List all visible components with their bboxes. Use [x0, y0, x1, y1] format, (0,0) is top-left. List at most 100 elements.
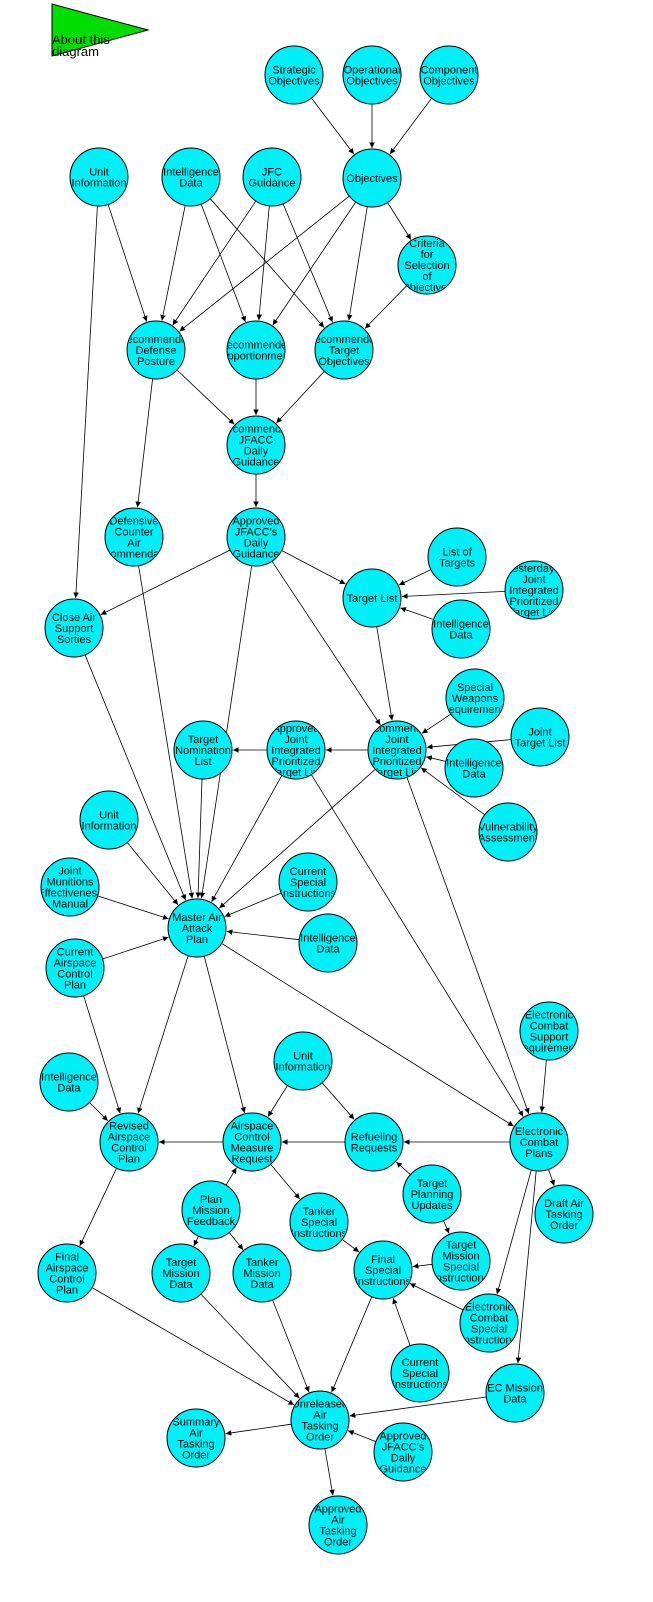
- about-diagram-button[interactable]: About this diagram: [51, 3, 150, 59]
- node-circle[interactable]: [242, 147, 302, 207]
- node-circle[interactable]: [402, 1164, 462, 1224]
- node-circle[interactable]: [485, 1363, 545, 1423]
- node-circle[interactable]: [353, 1240, 413, 1300]
- node-circle[interactable]: [273, 1031, 333, 1091]
- node-circle[interactable]: [99, 1112, 159, 1172]
- about-label-line-1[interactable]: About this: [52, 32, 110, 47]
- node-circle[interactable]: [290, 1390, 350, 1450]
- node-circle[interactable]: [79, 790, 139, 850]
- node-circle[interactable]: [45, 938, 105, 998]
- node-circle[interactable]: [222, 1112, 282, 1172]
- node-circle[interactable]: [444, 738, 504, 798]
- node-circle[interactable]: [367, 720, 427, 780]
- node-circle[interactable]: [181, 1180, 241, 1240]
- node-circle[interactable]: [264, 45, 324, 105]
- about-triangle-icon[interactable]: [51, 3, 150, 57]
- node-circle[interactable]: [232, 1243, 292, 1303]
- node-circle[interactable]: [431, 599, 491, 659]
- node-circle[interactable]: [445, 668, 505, 728]
- node-circle[interactable]: [509, 1112, 569, 1172]
- node-circle[interactable]: [342, 568, 402, 628]
- node-circle[interactable]: [166, 1408, 226, 1468]
- node-circle[interactable]: [104, 507, 164, 567]
- node-circle[interactable]: [510, 707, 570, 767]
- node-circle[interactable]: [342, 45, 402, 105]
- node-circle[interactable]: [459, 1293, 519, 1353]
- node-circle[interactable]: [226, 320, 286, 380]
- node-circle[interactable]: [519, 1001, 579, 1061]
- node-circle[interactable]: [151, 1243, 211, 1303]
- node-circle[interactable]: [427, 527, 487, 587]
- node-circle[interactable]: [39, 1052, 99, 1112]
- node-circle[interactable]: [397, 235, 457, 295]
- node-circle[interactable]: [534, 1184, 594, 1244]
- node-circle[interactable]: [289, 1192, 349, 1252]
- node-circle[interactable]: [167, 898, 227, 958]
- node-circle[interactable]: [126, 320, 186, 380]
- node-circle[interactable]: [478, 802, 538, 862]
- node-circle[interactable]: [308, 1495, 368, 1555]
- node-circle[interactable]: [344, 1112, 404, 1172]
- node-circle[interactable]: [266, 720, 326, 780]
- node-approved-jiptl[interactable]: ApprovedJointIntegratedPrioritizedTarget…: [266, 720, 326, 780]
- node-circle[interactable]: [69, 147, 129, 207]
- node-circle[interactable]: [226, 415, 286, 475]
- node-circle[interactable]: [161, 147, 221, 207]
- node-circle[interactable]: [431, 1231, 491, 1291]
- node-rec-jiptl[interactable]: RecommendedJointIntegratedPrioritizedTar…: [360, 720, 435, 780]
- node-circle[interactable]: [278, 852, 338, 912]
- about-label-line-2[interactable]: diagram: [52, 44, 99, 59]
- node-circle[interactable]: [314, 320, 374, 380]
- node-circle[interactable]: [40, 857, 100, 917]
- node-circle[interactable]: [390, 1343, 450, 1403]
- node-circle[interactable]: [226, 507, 286, 567]
- node-circle[interactable]: [373, 1422, 433, 1482]
- node-circle[interactable]: [173, 720, 233, 780]
- node-circle[interactable]: [298, 913, 358, 973]
